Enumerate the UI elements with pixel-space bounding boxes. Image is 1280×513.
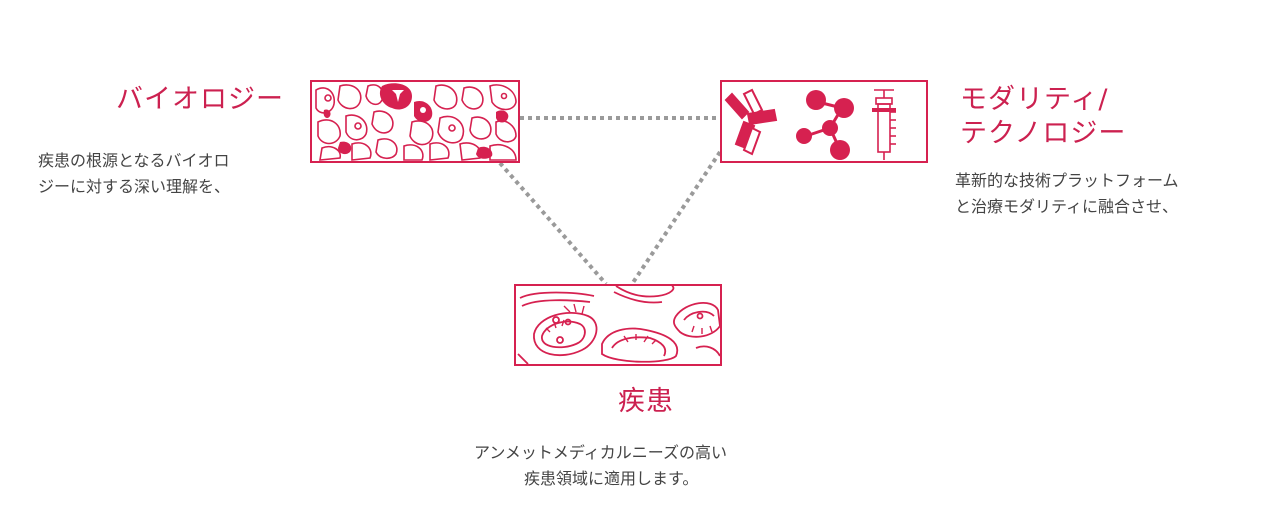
modality-title-line-1: モダリティ/ [960, 84, 1109, 115]
modality-illustration [720, 80, 928, 163]
connector-biology-disease [498, 161, 608, 286]
diseased-cells-illustration-icon [517, 286, 720, 364]
biology-title: バイオロジー [116, 84, 284, 115]
connector-modality-disease [630, 150, 722, 286]
disease-title: 疾患 [618, 386, 674, 417]
disease-desc-line-2: 疾患領域に適用します。 [524, 469, 699, 488]
antibody-molecule-syringe-icon [724, 88, 896, 160]
biology-illustration [310, 80, 520, 163]
biology-desc-line-2: ジーに対する深い理解を、 [38, 177, 231, 196]
modality-desc-line-1: 革新的な技術プラットフォーム [955, 171, 1179, 190]
biology-desc-line-1: 疾患の根源となるバイオロ [38, 151, 230, 170]
cells-illustration-icon [315, 83, 517, 161]
disease-illustration [514, 284, 722, 366]
modality-title-line-2: テクノロジー [960, 118, 1127, 149]
disease-desc-line-1: アンメットメディカルニーズの高い [474, 443, 727, 462]
modality-desc-line-2: と治療モダリティに融合させ、 [955, 197, 1179, 216]
